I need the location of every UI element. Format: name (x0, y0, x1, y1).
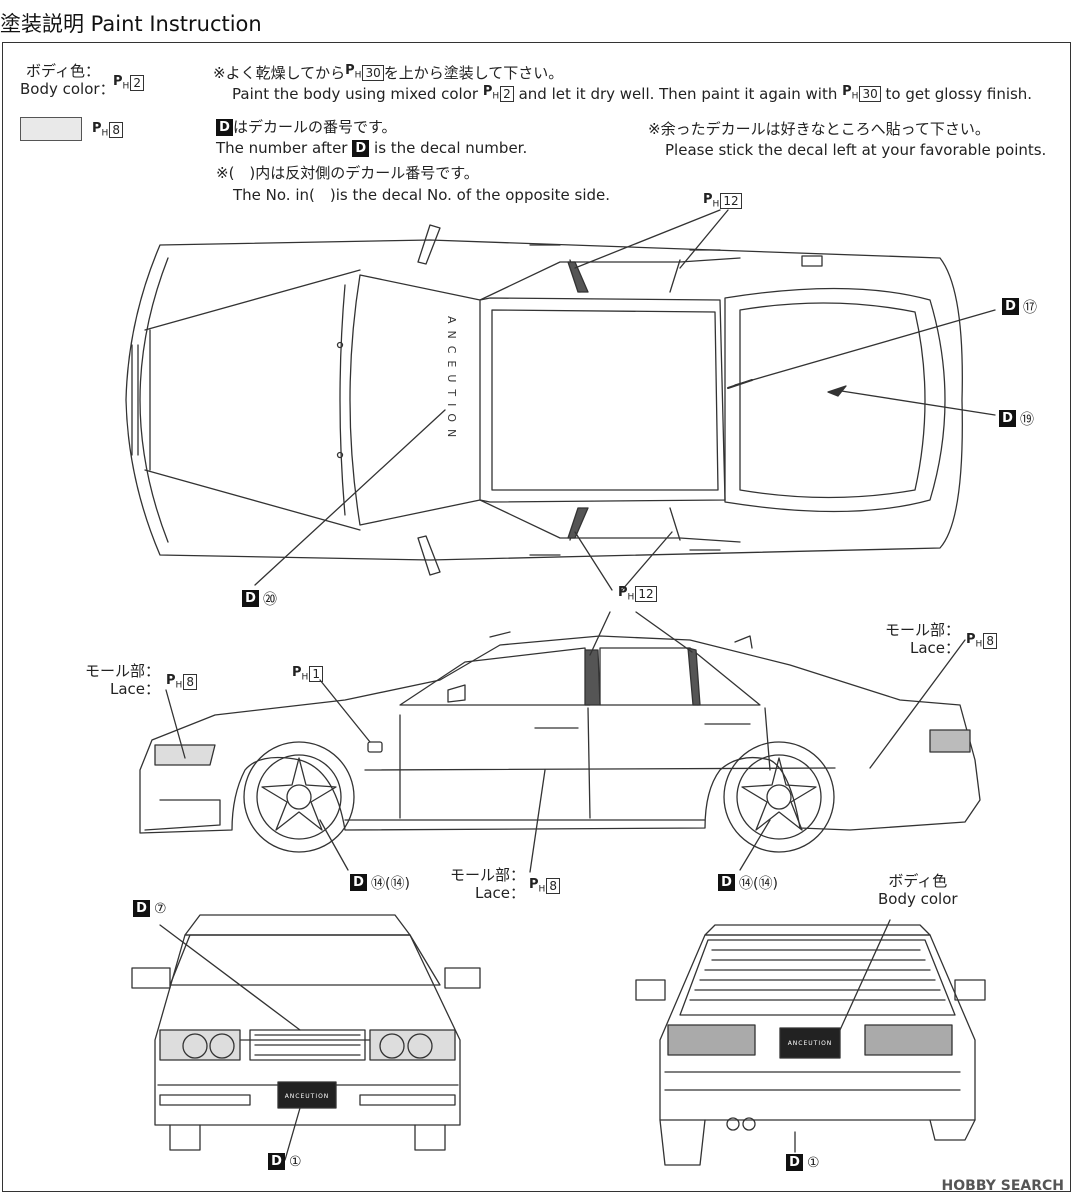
leftover-note-en: Please stick the decal left at your favo… (665, 141, 1047, 159)
body-color-label-jp: ボディ色： (26, 62, 100, 80)
front-view (131, 914, 481, 1161)
side-view (139, 611, 981, 873)
opposite-note-en: The No. in( )is the decal No. of the opp… (233, 186, 611, 204)
decal-note-en: The number after D is the decal number. (216, 139, 528, 157)
watermark: HOBBY SEARCH (941, 1178, 1064, 1194)
front-plate-text: ANCEUTION (285, 1093, 330, 1100)
opposite-note-jp: ※( )内は反対側のデカール番号です。 (216, 164, 479, 182)
color-swatch (20, 117, 82, 141)
leftover-note-jp: ※余ったデカールは好きなところへ貼って下さい。 (648, 120, 990, 138)
body-color-label: ボディ色： Body color： (20, 62, 115, 98)
rear-view (635, 919, 986, 1166)
swatch-code-number: 8 (109, 121, 123, 138)
callout-rear-body-color: ボディ色 Body color (878, 872, 958, 908)
callout-lace-right: モール部： Lace： (884, 621, 960, 657)
body-color-label-en: Body color： (20, 80, 115, 98)
page-title: 塗装説明 Paint Instruction (0, 12, 262, 36)
instruction-frame (2, 42, 1071, 1192)
callout-lace-left: モール部： Lace： (84, 662, 160, 698)
top-view (125, 209, 996, 591)
hood-decal-text: ANCEUTION (445, 316, 458, 444)
rear-plate-text: ANCEUTION (788, 1040, 833, 1047)
body-color-code-number: 2 (130, 74, 144, 91)
callout-lace-mid: モール部： Lace： (449, 866, 525, 902)
